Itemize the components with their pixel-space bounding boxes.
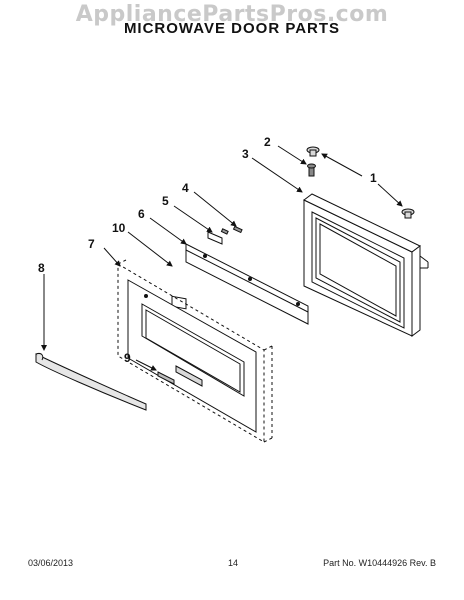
choke-strip [185, 243, 309, 325]
callout-8: 8 [38, 261, 45, 275]
hinge-caps [306, 146, 415, 219]
outer-door-panel [127, 279, 257, 433]
callout-1: 1 [370, 171, 377, 185]
callout-2: 2 [264, 135, 271, 149]
badge [157, 371, 175, 385]
callout-5: 5 [162, 194, 169, 208]
callout-numbers: 1 2 3 4 5 6 7 8 9 10 [38, 135, 377, 365]
callout-4: 4 [182, 181, 189, 195]
callout-7: 7 [88, 237, 95, 251]
callout-10: 10 [112, 221, 126, 235]
callout-3: 3 [242, 147, 249, 161]
door-handle [35, 353, 147, 411]
bracket [207, 231, 223, 245]
callout-6: 6 [138, 207, 145, 221]
screw [307, 163, 316, 177]
inner-door-frame [303, 193, 429, 337]
page-title: MICROWAVE DOOR PARTS [123, 20, 341, 37]
footer-part-number: Part No. W10444926 Rev. B [323, 558, 436, 568]
footer-page-number: 14 [228, 558, 239, 568]
footer-date: 03/06/2013 [28, 558, 74, 568]
leader-lines [41, 145, 403, 371]
watermark: AppliancePartsPros.com [75, 2, 389, 27]
callout-9: 9 [124, 351, 131, 365]
choke-screws [220, 225, 243, 235]
